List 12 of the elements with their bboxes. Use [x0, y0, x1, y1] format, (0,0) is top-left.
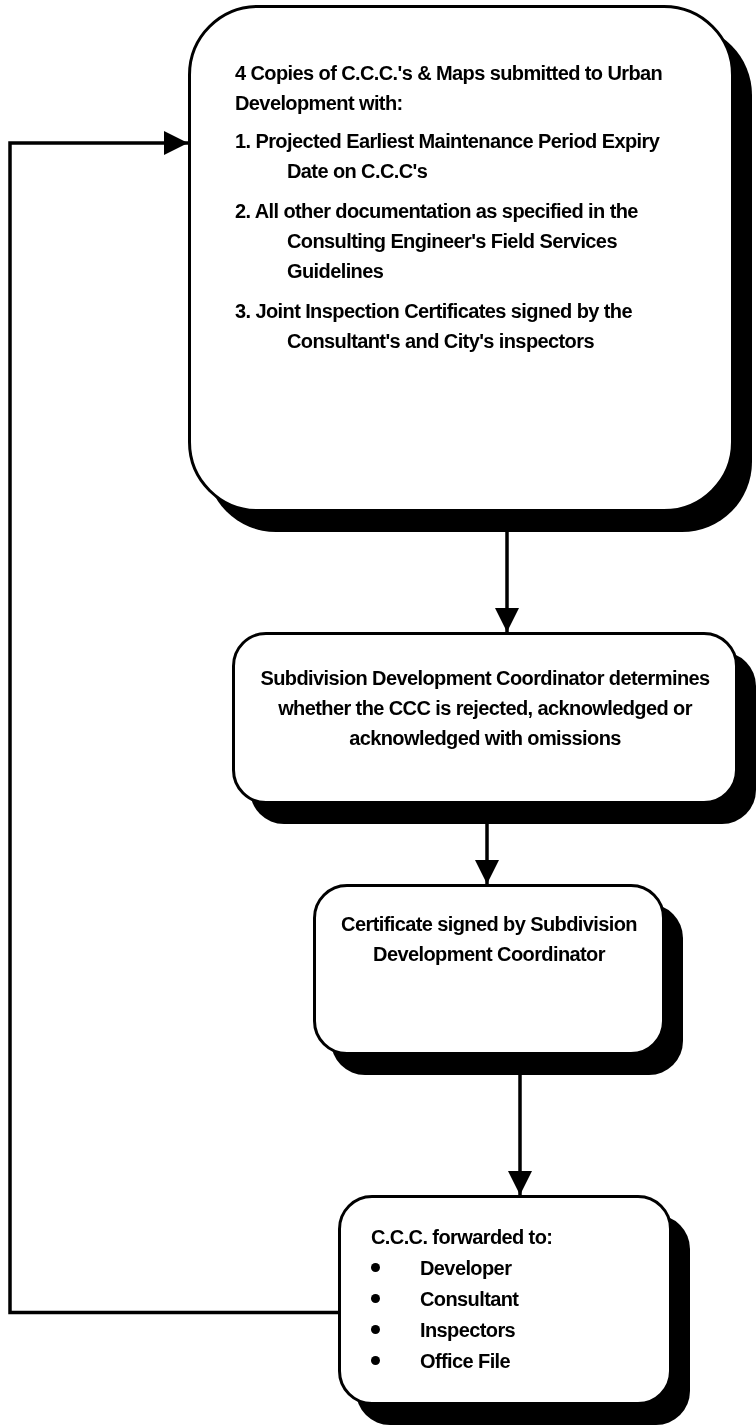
list-item: 1. Projected Earliest Maintenance Period Expiry Date on C.C.C's — [235, 129, 661, 184]
step-text: Subdivision Development Coordinator determines whether the CCC is rejected, acknowledged or acknowledged with omissions — [259, 666, 711, 751]
list-item: 3. Joint Inspection Certificates signed by the Consultant's and City's inspectors — [235, 299, 633, 354]
list-item: 2. All other documentation as specified in the Consulting Engineer's Field Services Guidelines — [235, 199, 639, 284]
list-item: Office File — [420, 1348, 511, 1374]
list-item: Consultant — [420, 1286, 519, 1312]
list-item: Developer — [420, 1255, 512, 1281]
step-text: Certificate signed by Subdivision Development Coordinator — [340, 912, 638, 967]
arrow — [8, 130, 338, 1315]
step-heading: C.C.C. forwarded to: — [371, 1225, 554, 1250]
list-item: Inspectors — [420, 1317, 516, 1343]
step-heading: 4 Copies of C.C.C.'s & Maps submitted to Urban Development with: — [235, 61, 664, 116]
